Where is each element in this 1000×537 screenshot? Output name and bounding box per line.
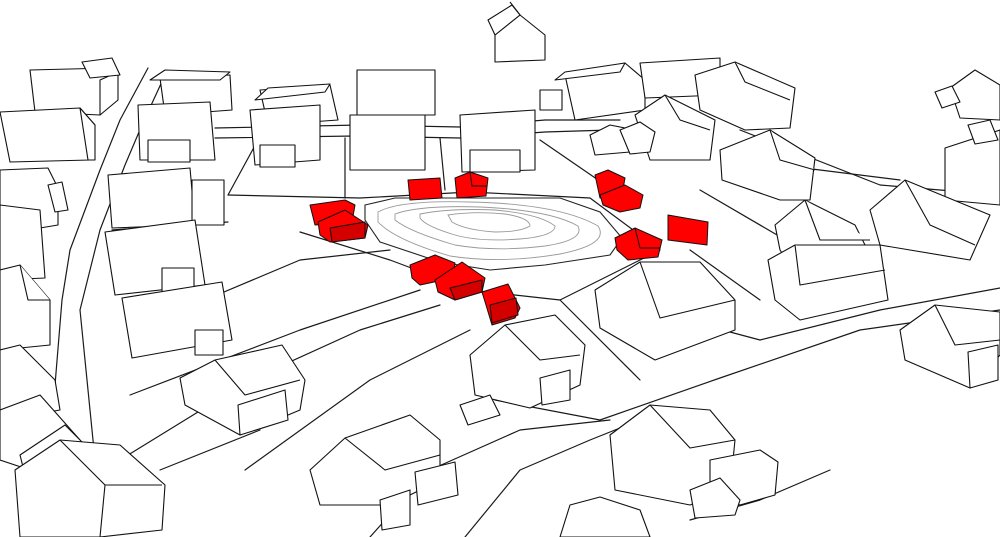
existing-building	[81, 57, 121, 79]
new-building	[407, 177, 443, 201]
existing-building	[559, 496, 651, 537]
existing-building	[179, 344, 306, 436]
existing-building	[719, 129, 816, 201]
green-outline	[364, 197, 623, 271]
existing-building	[121, 281, 233, 359]
existing-building	[539, 62, 646, 121]
existing-building	[0, 264, 51, 351]
existing-building	[694, 61, 796, 131]
new-building	[599, 184, 644, 213]
parcel-line	[204, 249, 391, 301]
existing-building	[934, 69, 1000, 121]
existing-building	[589, 121, 656, 156]
existing-building	[594, 261, 736, 361]
existing-building	[0, 107, 96, 163]
existing-building	[609, 404, 779, 519]
new-building	[614, 227, 663, 261]
existing-building	[459, 314, 586, 426]
existing-building	[944, 119, 1000, 206]
existing-building	[899, 304, 1000, 389]
existing-building	[0, 204, 46, 281]
contour-line-1	[377, 201, 601, 261]
existing-building	[349, 69, 436, 171]
contour-line-2	[394, 206, 580, 250]
existing-building	[869, 179, 991, 261]
new-buildings	[309, 169, 709, 326]
parcel-line	[439, 137, 446, 191]
parcel-line	[129, 289, 421, 396]
new-building	[481, 283, 521, 326]
contour-line-4	[447, 212, 531, 233]
new-building	[454, 171, 489, 199]
new-building	[317, 209, 369, 243]
parcel-line	[227, 139, 259, 196]
existing-building	[309, 414, 459, 531]
parcel-line	[159, 429, 261, 471]
existing-building	[487, 1, 546, 63]
existing-building	[29, 67, 119, 116]
existing-building	[137, 101, 216, 163]
parcel-line	[689, 249, 761, 301]
parcel-line	[119, 304, 441, 461]
south-road-edge	[464, 419, 641, 537]
existing-building	[459, 109, 536, 173]
new-building	[667, 214, 709, 246]
contour-line-3	[419, 209, 556, 241]
parcel-line	[559, 299, 641, 381]
existing-building	[14, 439, 166, 537]
existing-building	[104, 219, 206, 297]
existing-building	[107, 167, 225, 229]
central-green	[364, 197, 623, 271]
parcel-line	[244, 329, 471, 471]
east-road-south-edge	[494, 309, 1000, 421]
existing-building	[767, 244, 889, 321]
existing-building	[249, 104, 321, 168]
